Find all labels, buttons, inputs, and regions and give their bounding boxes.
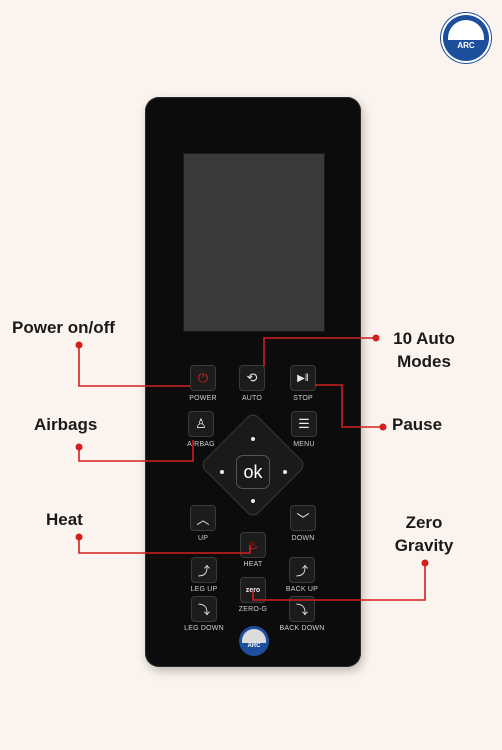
leg-up-label: LEG UP [190,586,218,593]
heat-callout-line [78,537,251,554]
airbag-callout-dot [75,443,83,451]
leg-up-icon: ⤴ [197,563,210,578]
up-label: UP [197,535,209,542]
auto-callout-line2: Modes [397,352,451,371]
power-callout-text: Power on/off [12,318,115,337]
leg-down-label: LEG DOWN [184,625,224,632]
heat-callout-text: Heat [46,510,83,529]
leg-down-button[interactable]: ⤵ [191,596,217,622]
up-button[interactable]: ︿ [190,505,216,531]
zero-callout-text: Zero Gravity [384,511,464,557]
heat-icon: ♨ [247,538,259,552]
cycle-icon: ⟲ [246,370,258,385]
zero-callout-line2: Gravity [394,536,454,555]
ok-label: ok [243,461,263,482]
ok-button[interactable]: ok [236,455,270,489]
heat-callout-dot [75,533,83,541]
power-button[interactable]: ⏻ [190,365,216,391]
leg-up-button[interactable]: ⤴ [191,557,217,583]
auto-label: AUTO [241,395,263,402]
play-pause-icon: ▶‖ [297,372,309,384]
airbags-callout-text: Airbags [34,415,98,434]
auto-callout-line [263,337,376,366]
pause-callout-dot [379,423,387,431]
back-up-icon: ⤴ [295,563,308,578]
stop-label: STOP [293,395,313,402]
airbag-callout-line [78,440,194,462]
zero-callout-dot [421,559,429,567]
power-callout-dot [75,341,83,349]
power-callout-line [78,345,190,387]
zero-callout-line [252,563,426,601]
auto-callout-text: 10 Auto Modes [384,327,464,373]
chevron-down-icon: ﹀ [296,511,310,527]
remote-display [183,153,325,332]
power-label: POWER [189,395,217,402]
back-up-button[interactable]: ⤴ [289,557,315,583]
zero-gravity-icon: zero [245,586,261,594]
auto-callout-line1: 10 Auto [393,329,455,348]
dpad-up-dot [251,437,255,441]
chevron-up-icon: ︿ [196,511,210,527]
brand-logo-text: ARC [457,41,475,50]
person-icon: ♙ [195,416,207,431]
dpad-down-dot [251,499,255,503]
heat-label: HEAT [243,561,263,568]
brand-logo: ARC [443,15,489,61]
pause-callout-text: Pause [392,415,443,434]
menu-button[interactable]: ☰ [291,411,317,437]
zero-g-label: ZERO-G [238,606,268,613]
back-down-label: BACK DOWN [279,625,325,632]
power-icon: ⏻ [197,370,209,385]
menu-label: MENU [293,441,315,448]
back-up-label: BACK UP [285,586,319,593]
auto-callout-dot [372,334,380,342]
remote-brand-logo: ARC [239,626,269,656]
pause-callout-line [315,384,383,428]
dpad-left-dot [220,470,224,474]
remote-brand-logo-text: ARC [247,643,261,649]
dpad-right-dot [283,470,287,474]
zero-callout-line1: Zero [405,513,443,532]
auto-button[interactable]: ⟲ [239,365,265,391]
airbag-button[interactable]: ♙ [188,411,214,437]
down-label: DOWN [291,535,315,542]
down-button[interactable]: ﹀ [290,505,316,531]
airbag-label: AIRBAG [187,441,215,448]
back-down-icon: ⤵ [295,602,308,617]
zero-g-button[interactable]: zero [240,577,266,603]
leg-down-icon: ⤵ [197,602,210,617]
stop-button[interactable]: ▶‖ [290,365,316,391]
list-icon: ☰ [298,416,310,431]
